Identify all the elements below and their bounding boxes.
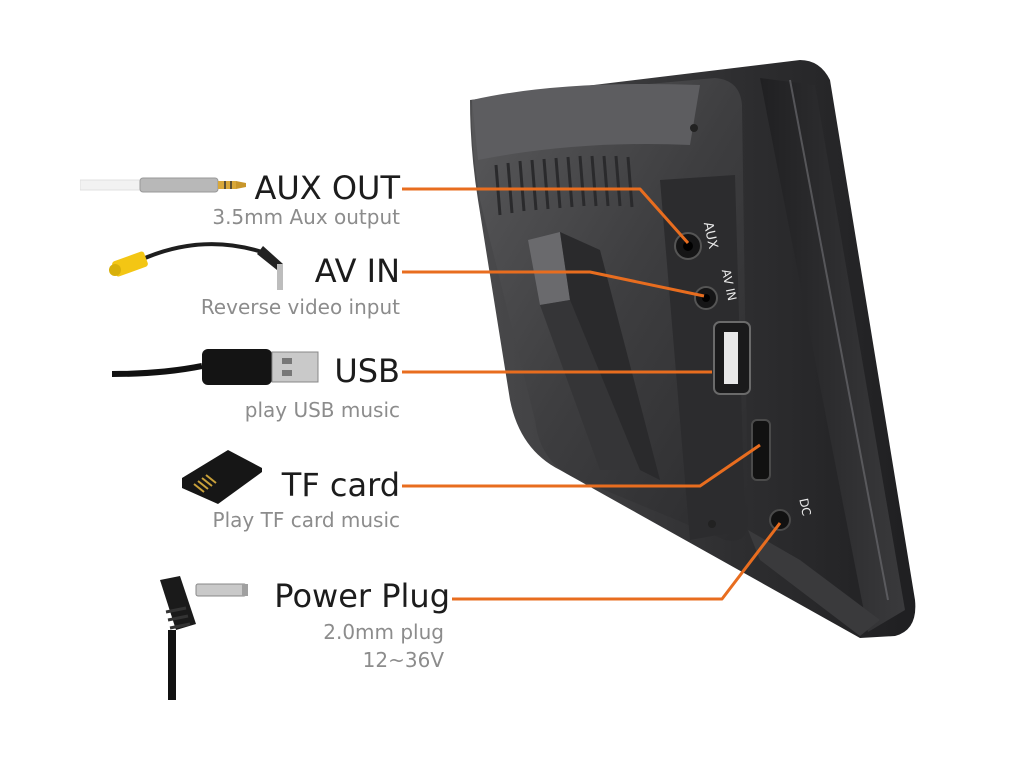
av-in-subtitle: Reverse video input xyxy=(200,295,400,319)
aux-out-leader-line xyxy=(402,187,690,244)
power-plug-title: Power Plug xyxy=(274,577,450,615)
power-plug-leader-line xyxy=(452,522,782,601)
av-in-leader-line xyxy=(402,270,705,298)
power-plug-voltage: 12~36V xyxy=(362,648,444,672)
usb-subtitle: play USB music xyxy=(244,398,400,422)
usb-title: USB xyxy=(334,352,400,390)
3.5mm-audio-plug-icon xyxy=(80,177,246,193)
av-in-title: AV IN xyxy=(314,252,400,290)
power-plug-subtitle: 2.0mm plug xyxy=(323,620,444,644)
rca-to-jack-cable-icon xyxy=(109,242,283,290)
aux-out-title: AUX OUT xyxy=(254,169,400,207)
tf-card-leader-line xyxy=(402,443,761,488)
tf-card-subtitle: Play TF card music xyxy=(212,508,400,532)
tf-card-title: TF card xyxy=(281,466,400,504)
usb-cable-icon xyxy=(112,349,319,385)
dc-power-plug-icon xyxy=(160,576,248,700)
microsd-card-icon xyxy=(182,450,262,504)
aux-out-subtitle: 3.5mm Aux output xyxy=(212,205,400,229)
